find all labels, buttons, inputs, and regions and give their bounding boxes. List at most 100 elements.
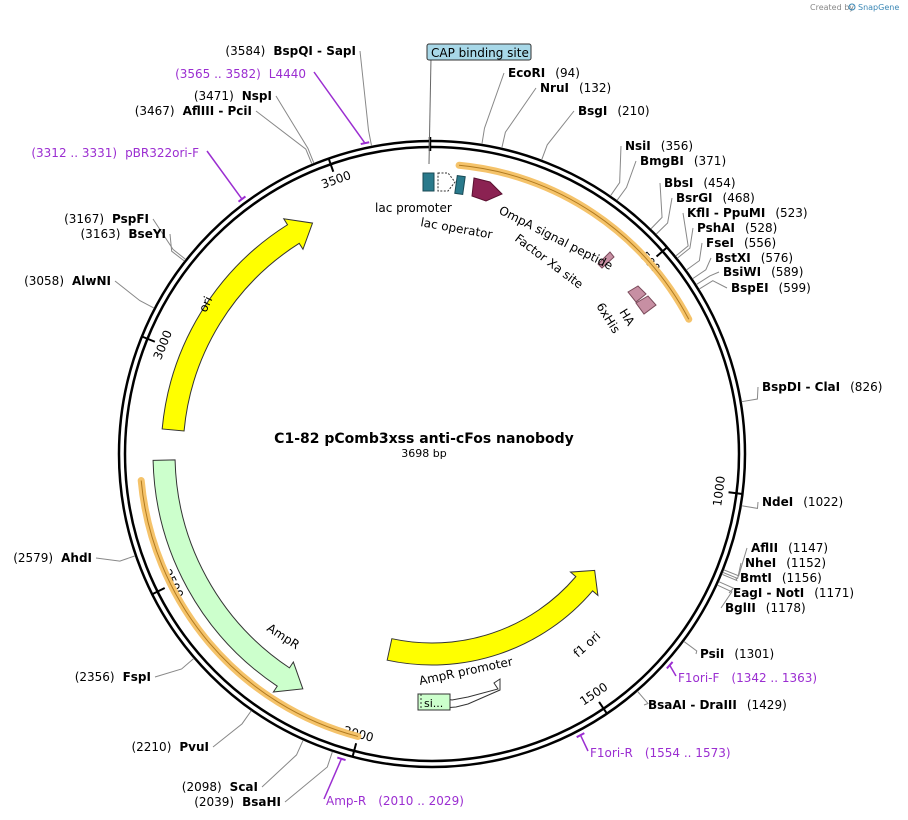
site-label[interactable]: BsgI(210) <box>578 104 650 118</box>
site-label[interactable]: BspEI(599) <box>731 281 811 295</box>
site-label-group: EcoRI(94)NruI(132) BsgI(210) NsiI(356)BmgB… <box>13 44 882 809</box>
site-label[interactable]: NheI(1152) <box>745 556 826 570</box>
site-leader <box>721 573 738 582</box>
tick-label: 3500 <box>319 168 352 191</box>
site-label[interactable]: (3467)AflIII - PciI <box>135 104 252 118</box>
primer-marks <box>206 71 677 800</box>
site-label[interactable]: BglII(1178) <box>725 601 806 615</box>
tick-mark <box>598 701 608 715</box>
site-label[interactable]: BbsI(454) <box>664 176 736 190</box>
cap-site-leader <box>428 57 432 165</box>
tick-label: 1000 <box>710 475 728 507</box>
ori-label: ori <box>196 294 215 314</box>
site-label[interactable]: (2210)PvuI <box>131 740 209 754</box>
primer-label-group: (3565 .. 3582)L4440 (3312 .. 3331)pBR322o… <box>31 67 817 808</box>
lac-promoter-label: lac promoter <box>375 201 452 215</box>
site-label[interactable]: (3058)AlwNI <box>24 274 111 288</box>
site-leader <box>284 751 333 803</box>
f1ori-label: f1 ori <box>571 629 604 660</box>
site-leader <box>261 740 304 788</box>
site-leader <box>698 280 728 290</box>
primer-label[interactable]: F1ori-R(1554 .. 1573) <box>590 746 731 760</box>
signal-sequence-feature[interactable] <box>417 693 451 711</box>
site-label[interactable]: AflII(1147) <box>751 541 828 555</box>
ori-feature[interactable] <box>161 218 314 432</box>
lac-operator-feature[interactable] <box>437 172 456 192</box>
site-leader <box>637 691 649 706</box>
primer-label[interactable]: F1ori-F(1342 .. 1363) <box>678 671 817 685</box>
backbone-inner-ring <box>123 145 741 763</box>
site-leader <box>683 641 698 655</box>
site-leader <box>655 197 673 235</box>
site-label[interactable]: BsiWI(589) <box>723 265 803 279</box>
tick-mark <box>728 491 743 496</box>
primer-label[interactable]: (3312 .. 3331)pBR322ori-F <box>31 146 199 160</box>
site-label[interactable]: BmgBI(371) <box>640 154 726 168</box>
site-label[interactable]: BspDI - ClaI(826) <box>762 380 882 394</box>
site-label[interactable]: BmtI(1156) <box>740 571 822 585</box>
lac-operator-label: lac operator <box>419 215 493 241</box>
site-leader <box>152 218 186 260</box>
site-leader <box>616 160 637 201</box>
plasmid-size: 3698 bp <box>401 447 446 460</box>
primer-bar <box>360 141 370 146</box>
primer-leader <box>313 71 366 144</box>
site-label[interactable]: (2039)BsaHI <box>194 795 281 809</box>
primer-bar <box>337 756 346 761</box>
site-label[interactable]: PshAI(528) <box>697 221 777 235</box>
site-label[interactable]: (2356)FspI <box>75 670 151 684</box>
ompa-orf-line <box>459 164 690 320</box>
his-tag-feature[interactable] <box>635 295 657 315</box>
ha-tag-feature[interactable] <box>627 285 647 303</box>
site-leader <box>741 386 759 403</box>
site-label[interactable]: EagI - NotI(1171) <box>733 586 854 600</box>
cap-site-label: CAP binding site <box>431 46 529 60</box>
ampr-label: AmpR <box>264 621 302 652</box>
lac-region-feature[interactable] <box>454 174 466 196</box>
site-label[interactable]: BsaAI - DraIII(1429) <box>648 698 787 712</box>
site-label[interactable]: BsrGI(468) <box>676 191 755 205</box>
primer-leader <box>669 664 677 677</box>
site-leader <box>154 658 195 678</box>
lac-promoter-feature[interactable] <box>422 172 435 192</box>
his-label: 6xHis <box>593 300 623 336</box>
cap-site-box[interactable] <box>426 43 532 61</box>
site-label[interactable]: (3584)BspQI - SapI <box>225 44 356 58</box>
site-label[interactable]: (3471)NspI <box>194 89 272 103</box>
ompa-signal-peptide-feature[interactable] <box>471 177 503 202</box>
site-label[interactable]: KflI - PpuMI(523) <box>687 206 808 220</box>
primer-label[interactable]: (3565 .. 3582)L4440 <box>175 67 306 81</box>
tick-mark <box>141 335 156 343</box>
site-leader <box>359 50 373 146</box>
site-leader <box>722 562 742 580</box>
primer-bar <box>576 732 585 739</box>
tick-mark <box>655 246 668 258</box>
site-label[interactable]: (3167)PspFI <box>64 212 149 226</box>
site-label[interactable]: FseI(556) <box>706 236 776 250</box>
primer-label[interactable]: Amp-R(2010 .. 2029) <box>326 794 464 808</box>
site-leader <box>696 271 720 285</box>
site-label[interactable]: PsiI(1301) <box>700 647 774 661</box>
site-leader <box>686 242 703 271</box>
site-label[interactable]: BstXI(576) <box>715 251 793 265</box>
factor-xa-site-feature[interactable] <box>597 251 615 269</box>
site-leader <box>169 233 185 262</box>
site-label[interactable]: (2098)ScaI <box>182 780 258 794</box>
site-label[interactable]: NruI(132) <box>540 81 611 95</box>
site-label[interactable]: EcoRI(94) <box>508 66 580 80</box>
ampr-orf-line <box>140 480 359 737</box>
primer-bar <box>237 195 247 203</box>
site-label[interactable]: (2579)AhdI <box>13 551 92 565</box>
primer-leader <box>206 150 243 200</box>
site-leader <box>481 72 505 145</box>
site-label[interactable]: NsiI(356) <box>625 139 693 153</box>
site-leader <box>650 182 663 230</box>
tick-mark <box>151 587 166 596</box>
site-leader <box>212 710 252 748</box>
signal-sequence-label: si... <box>424 697 443 710</box>
ampr-feature[interactable] <box>152 459 304 693</box>
site-label[interactable]: (3163)BseYI <box>81 227 167 241</box>
site-label[interactable]: NdeI(1022) <box>762 495 843 509</box>
f1ori-feature[interactable] <box>386 569 599 666</box>
